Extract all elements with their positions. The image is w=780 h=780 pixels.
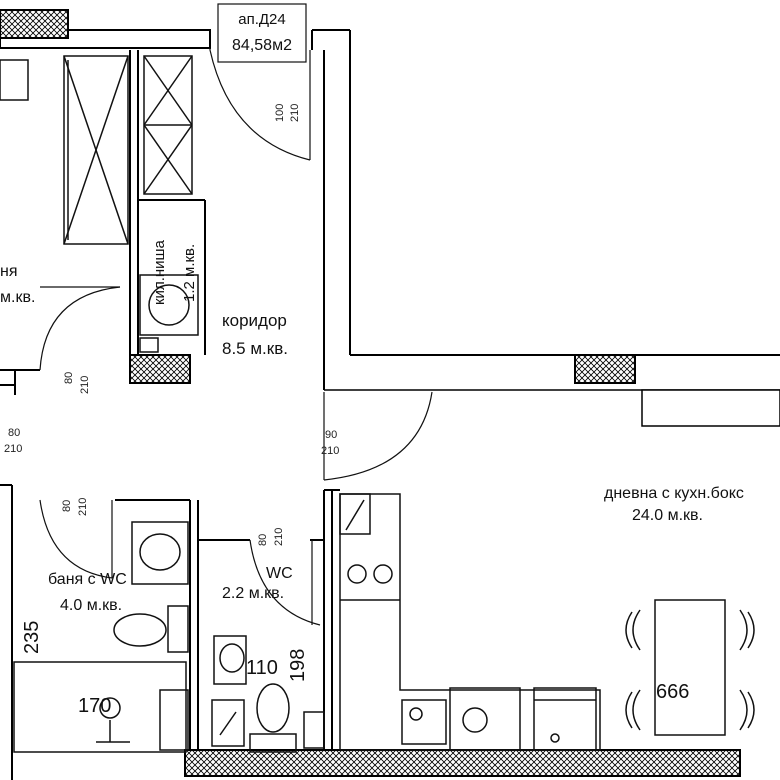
living-door-width: 90 bbox=[325, 429, 337, 441]
living-window-sill bbox=[641, 389, 780, 427]
bath-door bbox=[39, 499, 113, 579]
walls bbox=[0, 9, 780, 780]
bath-name: баня с WC bbox=[48, 571, 127, 588]
room-dims: 235 170 198 110 666 bbox=[21, 621, 689, 717]
wc-door-width: 80 bbox=[257, 534, 269, 546]
living-name: дневна с кухн.бокс bbox=[604, 485, 744, 502]
wc-door-height: 210 bbox=[273, 528, 285, 546]
water-heater bbox=[211, 699, 245, 747]
corridor-area: 8.5 м.кв. bbox=[222, 339, 288, 358]
wardrobe-1 bbox=[63, 55, 129, 245]
dim-198: 198 bbox=[287, 649, 309, 682]
bottom-wall-hatched bbox=[184, 749, 741, 777]
niche-area: 1.2 м.кв. bbox=[181, 244, 198, 302]
right-window-hatched bbox=[574, 354, 636, 384]
niche-name: кил.ниша bbox=[151, 239, 168, 305]
bedroom-left-door-height: 210 bbox=[4, 443, 22, 455]
entrance-door-height: 210 bbox=[289, 104, 301, 122]
living-area: 24.0 м.кв. bbox=[632, 507, 703, 524]
apartment-id: ап.Д24 bbox=[238, 11, 285, 28]
corridor-name: коридор bbox=[222, 311, 287, 330]
furniture bbox=[0, 55, 755, 753]
wardrobe-partial bbox=[0, 59, 29, 101]
bedroom-area: м.кв. bbox=[0, 289, 35, 306]
wc-sink bbox=[213, 635, 247, 685]
dining-table bbox=[654, 599, 726, 736]
bathtub bbox=[13, 661, 187, 753]
washer bbox=[139, 274, 199, 336]
bedroom-window-hatched bbox=[129, 354, 191, 384]
bath-sink bbox=[131, 521, 189, 585]
kitchen-sink bbox=[401, 699, 447, 745]
bedroom-door-width: 80 bbox=[63, 372, 75, 384]
dim-666: 666 bbox=[656, 681, 689, 703]
wc-toilet-tank bbox=[249, 733, 297, 753]
apartment-label-box: ап.Д24 84,58м2 bbox=[217, 3, 307, 63]
bedroom-door-height: 210 bbox=[79, 376, 91, 394]
wc-door bbox=[249, 539, 321, 626]
bath-door-height: 210 bbox=[77, 498, 89, 516]
door-dims: 100 210 80 210 80 210 90 210 80 210 80 2… bbox=[4, 104, 339, 546]
dishwasher bbox=[449, 687, 521, 751]
kitchen-counter bbox=[339, 493, 601, 751]
bath-area: 4.0 м.кв. bbox=[60, 597, 122, 614]
living-door bbox=[323, 391, 433, 481]
entrance-door-width: 100 bbox=[274, 104, 286, 122]
fridge bbox=[533, 687, 597, 751]
top-window-hatched bbox=[0, 9, 69, 39]
wc-area: 2.2 м.кв. bbox=[222, 585, 284, 602]
bedroom-name: ня bbox=[0, 263, 18, 280]
doors bbox=[39, 48, 433, 626]
entrance-door bbox=[209, 48, 311, 161]
living-door-height: 210 bbox=[321, 445, 339, 457]
bath-door-width: 80 bbox=[61, 500, 73, 512]
bedroom-left-door-width: 80 bbox=[8, 427, 20, 439]
dim-235: 235 bbox=[21, 621, 43, 654]
bedroom-door bbox=[39, 286, 121, 371]
wc-name: WC bbox=[266, 565, 293, 582]
bath-toilet-tank bbox=[167, 605, 189, 653]
dim-170: 170 bbox=[78, 695, 111, 717]
apartment-area: 84,58м2 bbox=[232, 37, 292, 54]
dim-110: 110 bbox=[246, 657, 278, 679]
